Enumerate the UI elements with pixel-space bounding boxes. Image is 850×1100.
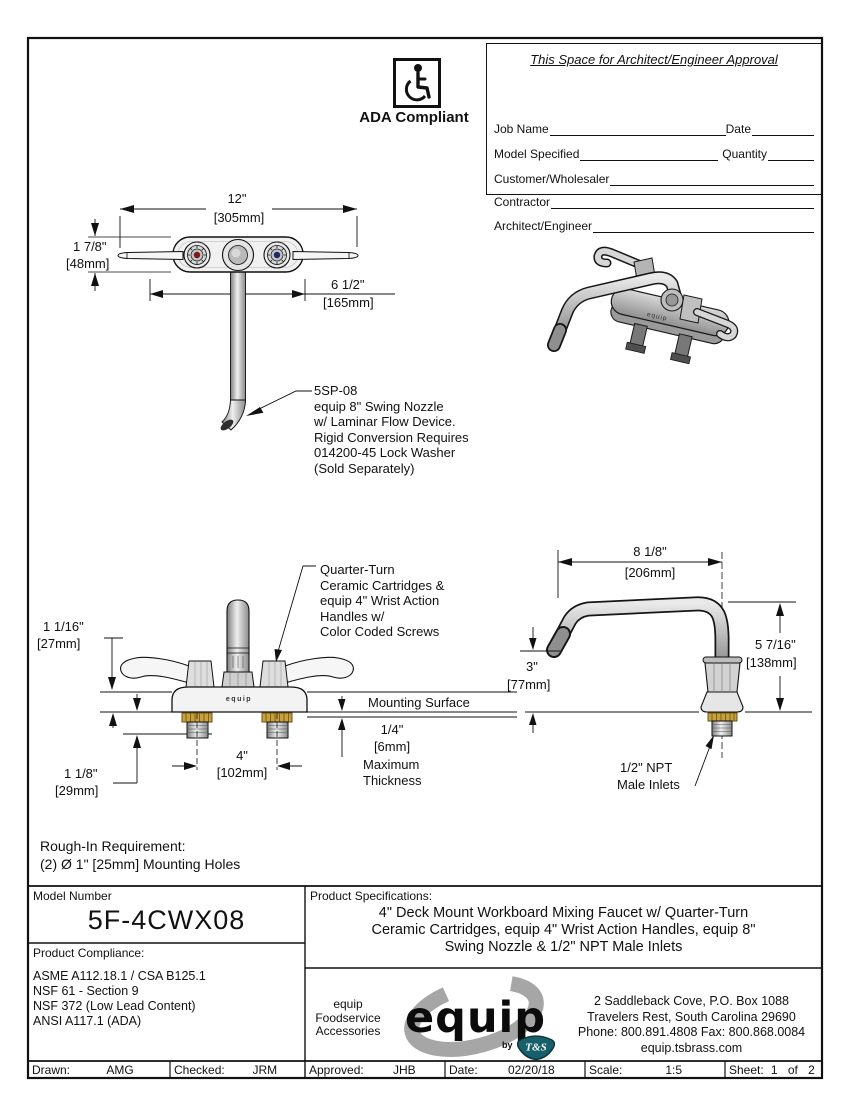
drawn-value: AMG bbox=[106, 1063, 134, 1077]
top-width-dim-in: 12" bbox=[227, 191, 247, 206]
shank-dim-mm: [29mm] bbox=[55, 783, 99, 798]
front-view-drawing bbox=[100, 565, 517, 784]
customer-label: Customer/Wholesaler bbox=[494, 172, 610, 186]
sheet-value: 1 of 2 bbox=[770, 1063, 815, 1077]
handle-height-dim-mm: [27mm] bbox=[37, 636, 81, 651]
rough-in-line2: (2) Ø 1" [25mm] Mounting Holes bbox=[40, 856, 241, 872]
architect-label: Architect/Engineer bbox=[494, 219, 593, 233]
height-dim-mm: [138mm] bbox=[746, 655, 797, 670]
approval-row-customer: Customer/Wholesaler bbox=[494, 168, 814, 186]
equip-logo-text: equip bbox=[405, 993, 546, 1043]
rough-in-line1: Rough-In Requirement: bbox=[40, 838, 186, 854]
brand-text: equip Foodservice Accessories bbox=[315, 997, 381, 1038]
job-name-field[interactable] bbox=[549, 121, 726, 136]
approval-row-job: Job Name Date bbox=[494, 118, 814, 136]
cartridge-callout: Quarter-Turn Ceramic Cartridges & equip … bbox=[320, 562, 445, 639]
date-label: Date bbox=[725, 122, 751, 136]
top-width-dim-mm: [305mm] bbox=[213, 210, 265, 225]
thickness-dim-in: 1/4" bbox=[380, 722, 404, 737]
mounting-surface-label: Mounting Surface bbox=[368, 695, 470, 710]
ada-symbol-box bbox=[393, 58, 441, 108]
footer-checked-cell: Checked: JRM bbox=[170, 1062, 305, 1078]
thickness-note-1: Maximum bbox=[363, 757, 420, 772]
contractor-field[interactable] bbox=[551, 194, 814, 209]
quantity-field[interactable] bbox=[768, 146, 814, 161]
architect-field[interactable] bbox=[593, 218, 814, 233]
thickness-dim-mm: [6mm] bbox=[373, 739, 411, 754]
ts-badge: T&S bbox=[517, 1034, 555, 1061]
approved-label: Approved: bbox=[309, 1063, 364, 1077]
model-number-label: Model Number bbox=[33, 889, 112, 903]
clearance-dim-in: 3" bbox=[526, 659, 538, 674]
approval-title: This Space for Architect/Engineer Approv… bbox=[530, 52, 778, 67]
shank-dim-in: 1 1/8" bbox=[64, 766, 98, 781]
side-view-drawing bbox=[520, 550, 812, 787]
logo-by-text: by bbox=[502, 1040, 513, 1050]
drawn-label: Drawn: bbox=[32, 1063, 71, 1077]
approval-row-contractor: Contractor bbox=[494, 191, 814, 209]
centers-dim-mm: [102mm] bbox=[216, 765, 268, 780]
compliance-list: ASME A112.18.1 / CSA B125.1 NSF 61 - Sec… bbox=[33, 969, 206, 1028]
top-offset-dim-mm: [165mm] bbox=[323, 295, 374, 310]
contractor-label: Contractor bbox=[494, 195, 551, 209]
footer-sheet-cell: Sheet: 1 of 2 bbox=[725, 1062, 822, 1078]
approval-row-model: Model Specified Quantity bbox=[494, 143, 814, 161]
model-specified-field[interactable] bbox=[580, 146, 719, 161]
handle-height-dim-in: 1 1/16" bbox=[43, 619, 84, 634]
footer-drawn-cell: Drawn: AMG bbox=[28, 1062, 170, 1078]
top-view-drawing bbox=[88, 205, 395, 431]
reach-dim-in: 8 1/8" bbox=[633, 544, 667, 559]
compliance-label: Product Compliance: bbox=[33, 946, 145, 960]
inlet-callout-line1: 1/2" NPT bbox=[620, 760, 673, 775]
top-offset-dim-in: 6 1/2" bbox=[331, 277, 365, 292]
scale-value: 1:5 bbox=[665, 1063, 683, 1077]
scale-label: Scale: bbox=[589, 1063, 623, 1077]
approval-box: This Space for Architect/Engineer Approv… bbox=[486, 43, 822, 233]
checked-label: Checked: bbox=[174, 1063, 225, 1077]
perspective-drawing: equip bbox=[547, 246, 739, 365]
approval-row-architect: Architect/Engineer bbox=[494, 215, 814, 233]
wheelchair-icon bbox=[404, 64, 431, 102]
ts-badge-text: T&S bbox=[525, 1042, 546, 1054]
checked-value: JRM bbox=[252, 1063, 278, 1077]
thickness-note-2: Thickness bbox=[363, 773, 422, 788]
centers-dim-in: 4" bbox=[236, 748, 248, 763]
model-number: 5F-4CWX08 bbox=[87, 905, 246, 935]
specs-label: Product Specifications: bbox=[310, 889, 433, 903]
deck-brand-mark: equip bbox=[225, 696, 253, 703]
model-specified-label: Model Specified bbox=[494, 147, 580, 161]
footer-approved-cell: Approved: JHB bbox=[305, 1062, 445, 1078]
clearance-dim-mm: [77mm] bbox=[507, 677, 551, 692]
height-dim-in: 5 7/16" bbox=[755, 637, 796, 652]
top-depth-dim-in: 1 7/8" bbox=[73, 239, 107, 254]
quantity-label: Quantity bbox=[722, 147, 767, 161]
top-depth-dim-mm: [48mm] bbox=[66, 256, 110, 271]
customer-field[interactable] bbox=[610, 171, 814, 186]
perspective-body-brand: equip bbox=[646, 311, 668, 323]
footer-date-cell: Date: 02/20/18 bbox=[445, 1062, 585, 1078]
sheet-label: Sheet: bbox=[729, 1063, 764, 1077]
specs-text: 4" Deck Mount Workboard Mixing Faucet w/… bbox=[371, 905, 756, 955]
approved-value: JHB bbox=[393, 1063, 416, 1077]
company-address: 2 Saddleback Cove, P.O. Box 1088 Travele… bbox=[577, 994, 806, 1055]
title-block-grid bbox=[28, 885, 822, 1078]
date-label: Date: bbox=[449, 1063, 478, 1077]
date-value: 02/20/18 bbox=[507, 1063, 555, 1077]
ada-label: ADA Compliant bbox=[359, 109, 469, 126]
equip-logo: equip bbox=[392, 974, 570, 1058]
job-name-label: Job Name bbox=[494, 122, 549, 136]
date-field[interactable] bbox=[752, 121, 814, 136]
page-border bbox=[26, 36, 824, 1080]
cold-handle-hub bbox=[263, 241, 291, 269]
footer-scale-cell: Scale: 1:5 bbox=[585, 1062, 725, 1078]
reach-dim-mm: [206mm] bbox=[624, 565, 676, 580]
inlet-callout-line2: Male Inlets bbox=[617, 777, 680, 792]
hot-handle-hub bbox=[183, 241, 211, 269]
nozzle-callout: 5SP-08 equip 8" Swing Nozzle w/ Laminar … bbox=[314, 383, 469, 476]
